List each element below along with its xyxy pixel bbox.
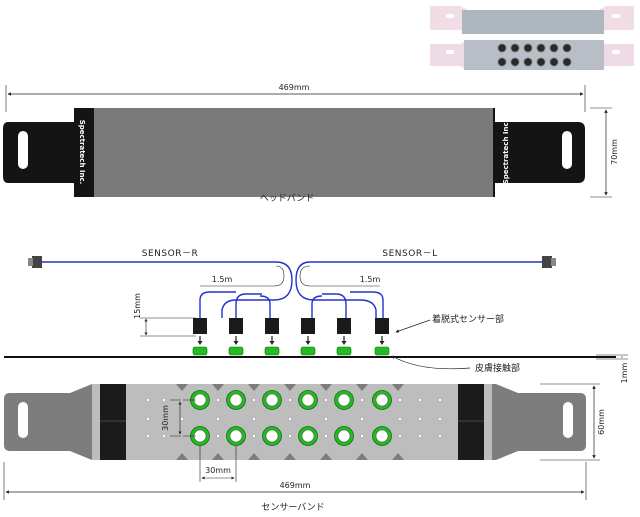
sensorband-clasp-left	[100, 384, 126, 460]
electrode	[262, 426, 282, 446]
electrode	[226, 390, 246, 410]
detachable-sensor-module	[264, 318, 280, 356]
electrode	[298, 426, 318, 446]
headband-height-label: 70mm	[610, 139, 619, 165]
electrode	[262, 390, 282, 410]
headband-slot-left	[18, 131, 28, 169]
headband-length-label: 469mm	[279, 83, 310, 92]
gap-label: 1mm	[620, 362, 629, 383]
detachable-sensor-label: 着脱式センサー部	[432, 313, 504, 325]
headband: Spectratech Inc. Spectratech Inc.	[3, 108, 585, 197]
skin-contact-label: 皮膚接触部	[475, 362, 520, 374]
detachable-sensor-module	[336, 318, 352, 356]
sensor-height-label: 15mm	[133, 293, 142, 319]
brand-logo-left: Spectratech Inc.	[78, 120, 86, 185]
detachable-sensor-pointer	[395, 319, 431, 333]
electrode	[226, 426, 246, 446]
cable-right-loop	[200, 265, 285, 287]
connector-right-plug	[28, 256, 42, 268]
cable-left-loop	[299, 265, 380, 287]
electrode	[372, 426, 392, 446]
skin-contact-pad	[336, 346, 352, 356]
detachable-sensor-module	[228, 318, 244, 356]
sensorband-slot-left	[18, 402, 28, 438]
sensor-pitch-vertical-label: 30mm	[161, 405, 170, 431]
sensorband-clasp-right	[458, 384, 484, 460]
sensor-band	[4, 384, 586, 460]
sensor-r-label: SENSOR－R	[142, 249, 198, 259]
electrode	[334, 390, 354, 410]
cable-left	[295, 261, 542, 318]
sensorband-caption: センサーバンド	[261, 502, 324, 513]
detachable-sensor-module	[192, 318, 208, 356]
product-photo-top	[430, 6, 634, 34]
headband-caption: ヘッドバンド	[260, 193, 314, 204]
skin-contact-pad	[300, 346, 316, 356]
brand-logo-right: Spectratech Inc.	[502, 120, 510, 185]
detachable-sensor-module	[374, 318, 390, 356]
sensorband-length-label: 469mm	[280, 481, 311, 490]
cable-length-left: 1.5m	[360, 275, 381, 284]
connector-left-plug	[542, 256, 556, 268]
detachable-sensor-module	[300, 318, 316, 356]
skin-contact-pad	[192, 346, 208, 356]
sensorband-slot-right	[563, 402, 573, 438]
electrode	[190, 426, 210, 446]
sensor-panel	[126, 384, 458, 460]
headband-slot-right	[562, 131, 572, 169]
cable-right	[42, 261, 293, 318]
product-photo-bottom	[430, 40, 634, 70]
headband-center-panel	[94, 108, 493, 197]
skin-contact-pad	[374, 346, 390, 356]
sensorband-height-label: 60mm	[597, 409, 606, 435]
electrode	[372, 390, 392, 410]
cable-length-right: 1.5m	[212, 275, 233, 284]
skin-contact-pointer	[391, 355, 471, 370]
sensor-l-label: SENSOR－L	[382, 249, 437, 259]
electrode	[298, 390, 318, 410]
sensor-pitch-horizontal-label: 30mm	[205, 466, 231, 475]
skin-contact-pad	[228, 346, 244, 356]
electrode	[334, 426, 354, 446]
skin-contact-pad	[264, 346, 280, 356]
